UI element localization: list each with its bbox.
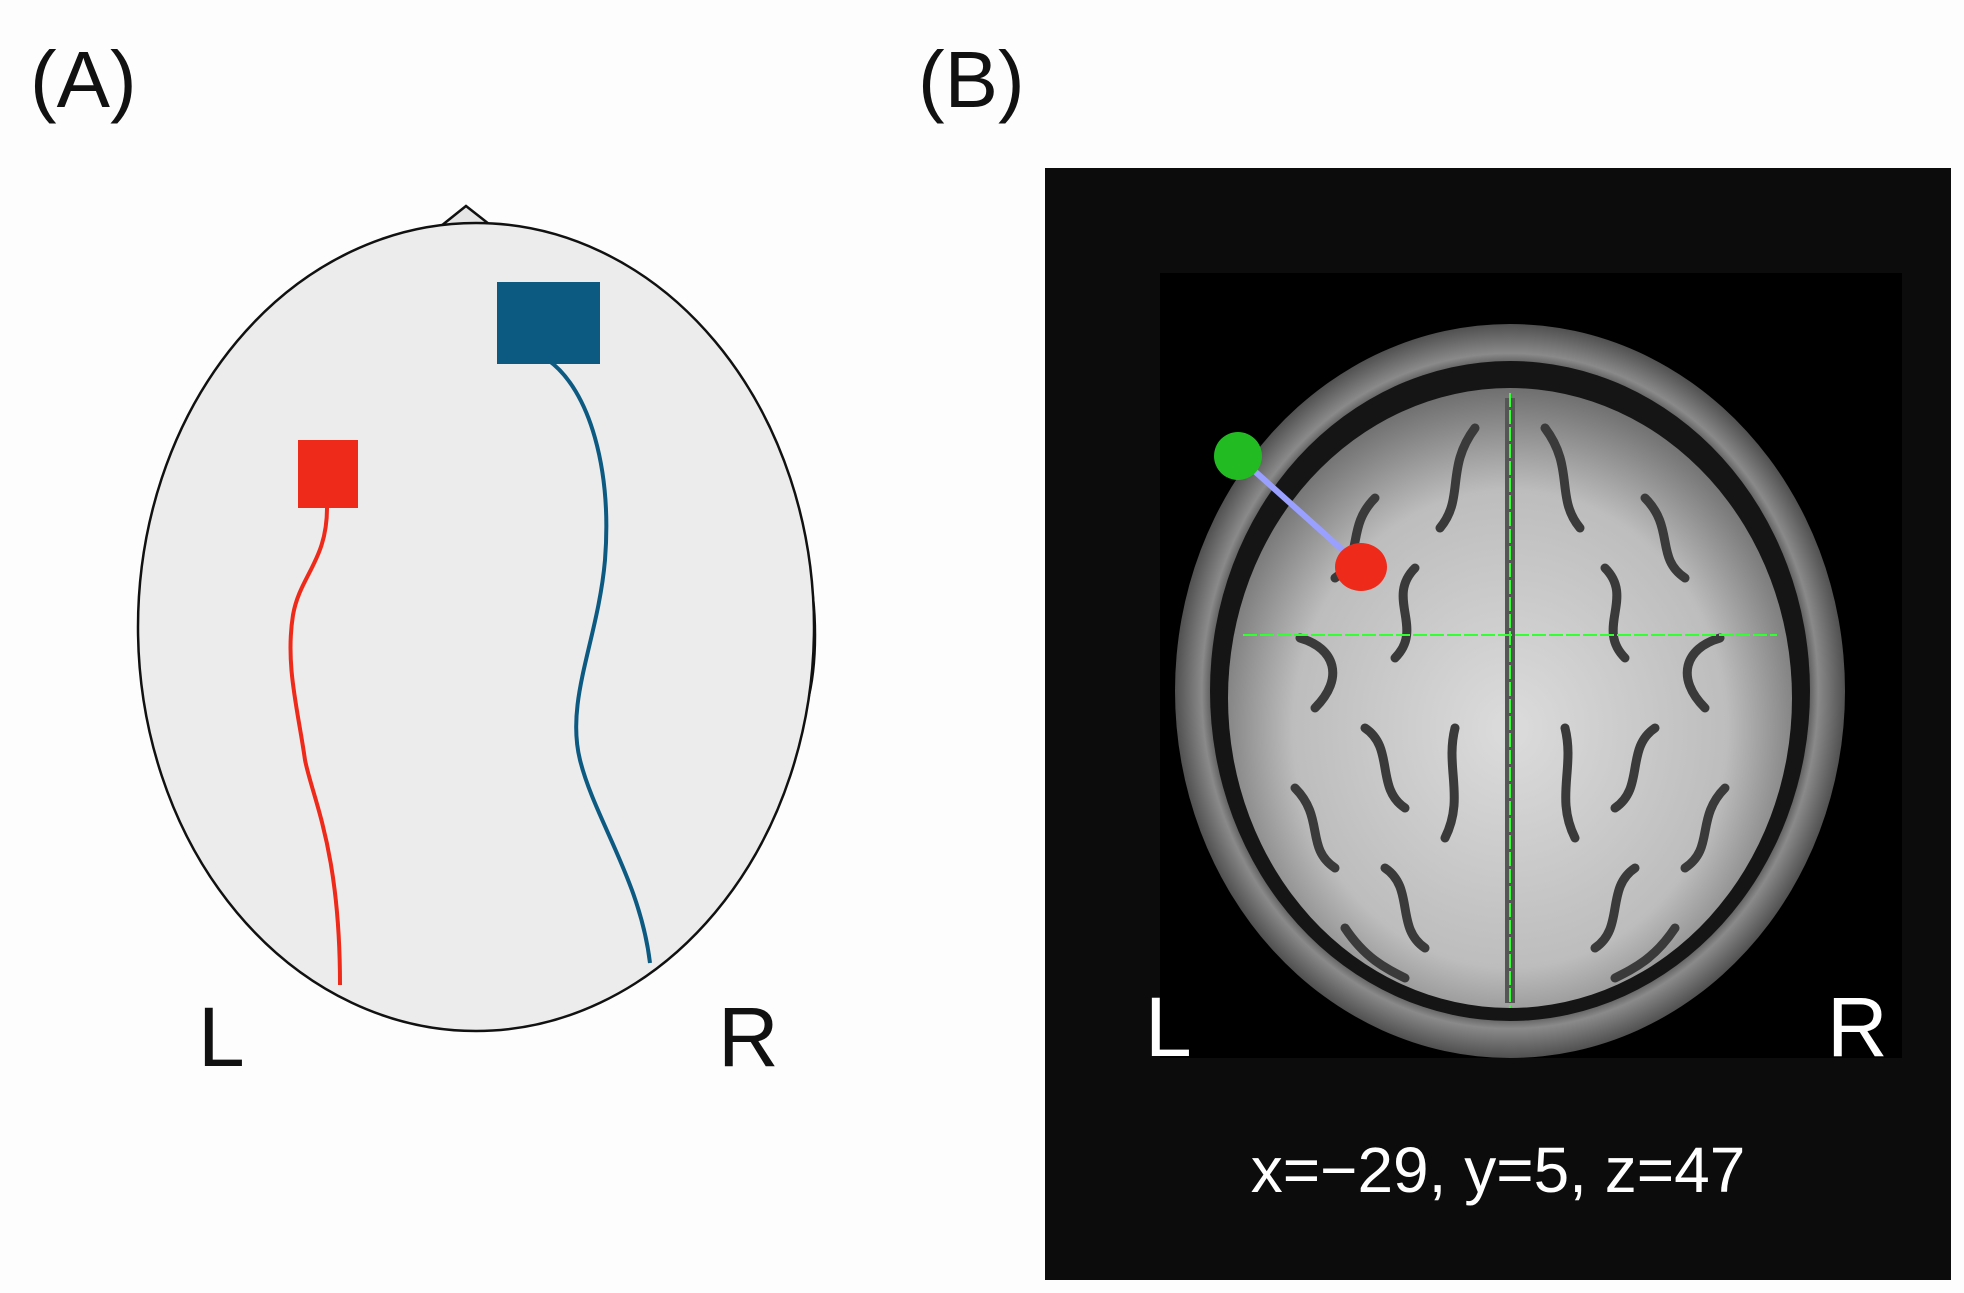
cortical-sulci: [1290, 423, 1730, 983]
mri-panel: L R x=−29, y=5, z=47: [1045, 168, 1951, 1280]
right-frontal-electrode: [497, 282, 600, 364]
projection-line: [1237, 455, 1360, 566]
scalp-point-marker: [1214, 432, 1262, 480]
mri-axial-slice: [1160, 273, 1902, 1058]
panel-a-left-label: L: [198, 990, 245, 1084]
panel-a-label: (A): [30, 35, 137, 124]
panel-b-left-label: L: [1145, 980, 1192, 1074]
mni-coordinates: x=−29, y=5, z=47: [1250, 1134, 1746, 1206]
cortical-target-marker: [1335, 543, 1387, 591]
panel-a-right-label: R: [718, 990, 779, 1084]
right-electrode-cable: [546, 358, 652, 964]
panel-b-right-label: R: [1827, 980, 1888, 1074]
head-outline: [136, 221, 816, 1033]
left-frontal-electrode: [298, 440, 358, 508]
panel-b-label: (B): [918, 35, 1025, 124]
head-schematic: [136, 204, 817, 1033]
left-electrode-cable: [288, 504, 342, 986]
